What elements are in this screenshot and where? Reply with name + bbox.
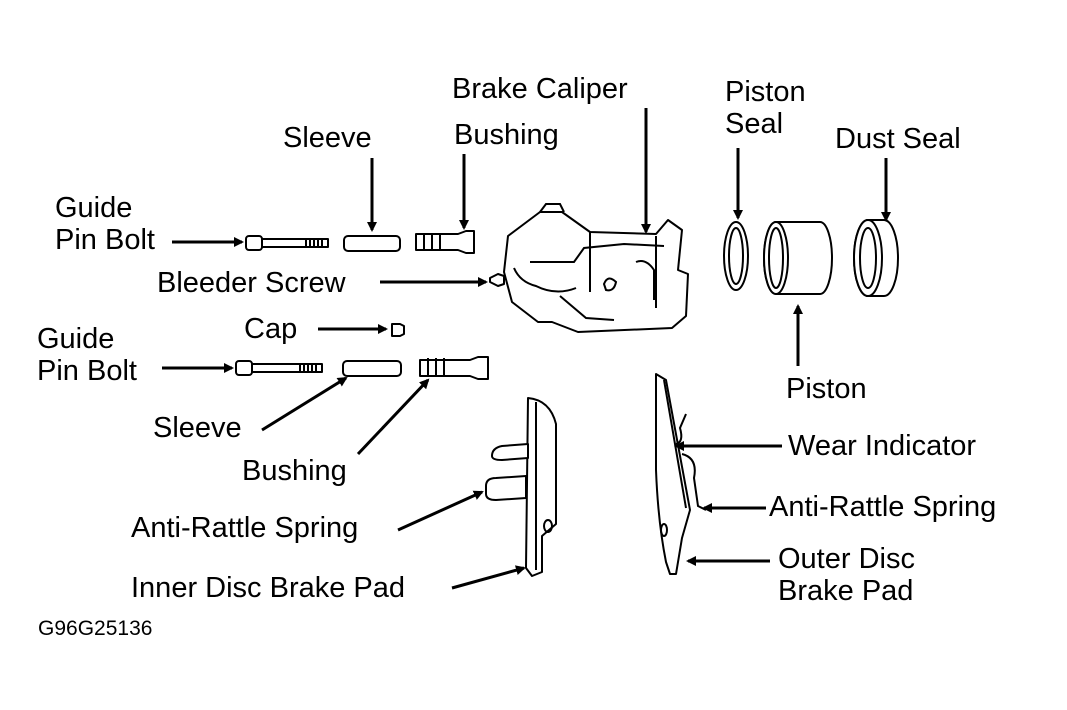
label-guide-pin-bolt-top: Guide Pin Bolt <box>55 192 155 256</box>
label-sleeve-top: Sleeve <box>283 122 372 154</box>
callout-arrows <box>162 108 891 590</box>
label-piston-seal-line-1: Piston <box>725 76 806 108</box>
bleeder-screw <box>489 273 505 287</box>
label-piston-seal-line-2: Seal <box>725 108 784 140</box>
label-sleeve-bottom: Sleeve <box>153 412 242 444</box>
label-bushing-top: Bushing <box>454 119 559 151</box>
label-brake-caliper: Brake Caliper <box>452 73 628 105</box>
bushing-bottom <box>419 356 489 380</box>
cap <box>391 323 405 337</box>
inner-disc-brake-pad <box>525 397 557 577</box>
label-piston: Piston <box>786 373 867 405</box>
label-outer-disc-brake-pad-line-1: Outer Disc <box>778 543 915 575</box>
anti-rattle-spring-right <box>681 453 707 511</box>
dust-seal <box>853 219 899 297</box>
label-dust-seal: Dust Seal <box>835 123 961 155</box>
anti-rattle-spring-left <box>485 443 529 501</box>
figure-code: G96G25136 <box>38 617 153 640</box>
label-bleeder-screw: Bleeder Screw <box>157 267 346 299</box>
sleeve-bottom <box>342 360 402 377</box>
label-anti-rattle-spring-right: Anti-Rattle Spring <box>769 491 997 523</box>
piston-seal <box>723 221 749 291</box>
label-bushing-bottom: Bushing <box>242 455 347 487</box>
label-inner-disc-brake-pad: Inner Disc Brake Pad <box>131 572 406 604</box>
label-wear-indicator: Wear Indicator <box>788 430 977 462</box>
label-outer-disc-brake-pad-line-2: Brake Pad <box>778 575 914 607</box>
brake-caliper <box>503 203 689 333</box>
label-outer-disc-brake-pad: Outer Disc Brake Pad <box>778 543 915 607</box>
guide-pin-bolt-bottom <box>235 360 323 376</box>
bushing-top <box>415 230 475 254</box>
label-cap: Cap <box>244 313 298 345</box>
outer-disc-brake-pad <box>655 373 691 575</box>
label-guide-pin-bolt-top-line-2: Pin Bolt <box>55 224 155 256</box>
sleeve-top <box>343 235 401 252</box>
label-guide-pin-bolt-bottom-line-2: Pin Bolt <box>37 355 137 387</box>
label-guide-pin-bolt-bottom-line-1: Guide <box>37 323 115 355</box>
label-anti-rattle-spring-left: Anti-Rattle Spring <box>131 512 359 544</box>
guide-pin-bolt-top <box>245 235 329 251</box>
piston <box>763 221 833 295</box>
label-guide-pin-bolt-top-line-1: Guide <box>55 192 133 224</box>
label-piston-seal: Piston Seal <box>725 76 806 140</box>
label-guide-pin-bolt-bottom: Guide Pin Bolt <box>37 323 137 387</box>
